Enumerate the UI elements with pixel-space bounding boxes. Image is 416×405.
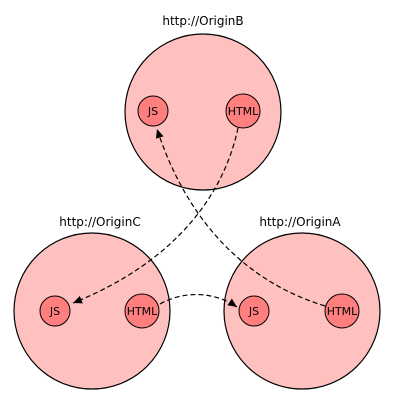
origin-c-js-label: JS [49, 305, 60, 318]
origin-c-html-node: HTML [124, 293, 160, 329]
origin-b-js-circle [137, 95, 169, 127]
origin-a-html-label: HTML [327, 305, 358, 318]
origin-b-html-label: HTML [228, 105, 259, 118]
origin-a-js-circle [238, 295, 270, 327]
origin-b-group: http://OriginB JS HTML [124, 14, 282, 191]
origin-a-html-circle [324, 293, 360, 329]
origin-c-circle [13, 232, 171, 390]
origin-a-circle [223, 232, 381, 390]
origin-a-js-label: JS [248, 305, 259, 318]
origin-c-html-label: HTML [127, 305, 158, 318]
edge-origin-b-html-to-origin-c-js [72, 127, 239, 304]
origin-b-circle [124, 33, 282, 191]
origin-a-html-node: HTML [324, 293, 360, 329]
origin-b-label: http://OriginB [162, 14, 243, 28]
edge-origin-a-html-to-origin-b-js [155, 128, 326, 307]
origin-a-group: http://OriginA JS HTML [223, 215, 381, 390]
origin-b-html-node: HTML [225, 93, 261, 129]
origin-b-js-label: JS [147, 105, 158, 118]
origin-b-html-circle [225, 93, 261, 129]
origin-c-html-circle [124, 293, 160, 329]
origin-a-label: http://OriginA [259, 215, 341, 229]
origin-b-js-node: JS [137, 95, 169, 127]
origin-c-js-circle [39, 295, 71, 327]
origin-c-js-node: JS [39, 295, 71, 327]
origin-c-label: http://OriginC [59, 215, 140, 229]
edge-origin-c-html-to-origin-a-js [159, 294, 238, 308]
origin-a-js-node: JS [238, 295, 270, 327]
origin-c-group: http://OriginC JS HTML [13, 215, 171, 390]
